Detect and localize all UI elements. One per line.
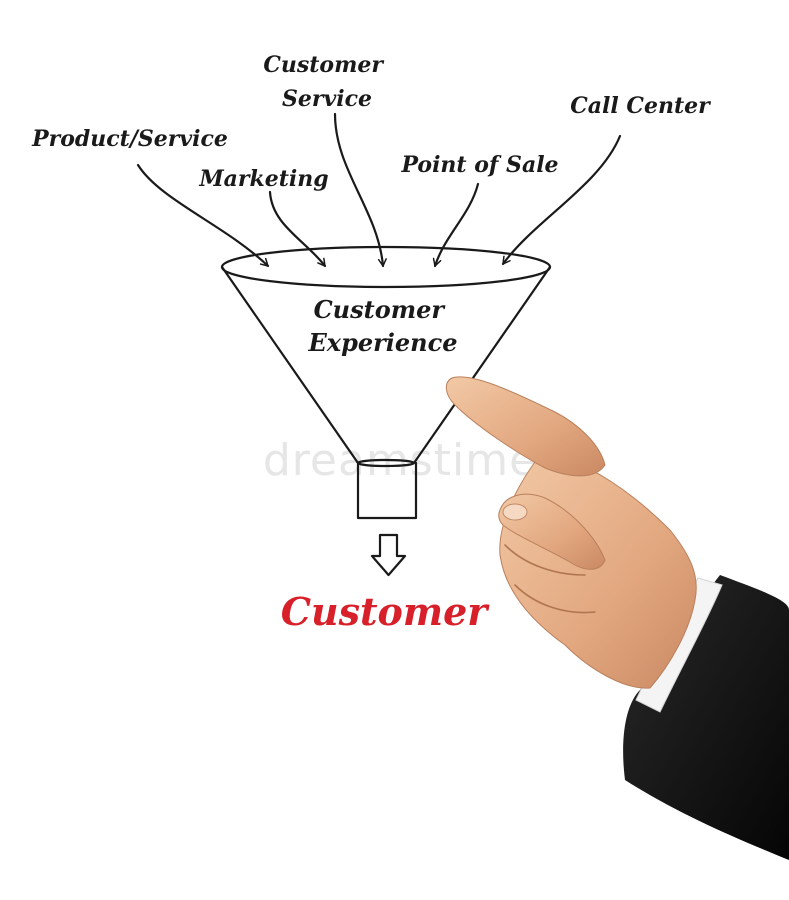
arrow-marketing: [268, 190, 327, 268]
source-label-point-of-sale: Point of Sale: [400, 152, 558, 178]
pointing-hand-icon: [445, 376, 789, 860]
down-arrow-icon: [370, 533, 407, 577]
funnel-label-line-1: Customer: [314, 295, 447, 324]
hand-index-finger: [445, 376, 606, 477]
hand-palm: [499, 454, 697, 689]
arrow-point-of-sale: [432, 182, 480, 268]
source-label-customer-service-line-2: Service: [282, 86, 372, 112]
source-label-customer-service-line-1: Customer: [263, 52, 384, 78]
result-label-customer: Customer: [281, 589, 491, 634]
arrow-customer-service: [333, 112, 387, 268]
source-label-customer-service: Customer Service: [263, 52, 390, 112]
funnel: [220, 245, 552, 520]
arrow-call-center: [501, 134, 622, 266]
source-label-marketing: Marketing: [198, 166, 328, 192]
funnel-label: Customer Experience: [307, 295, 457, 357]
funnel-label-line-2: Experience: [307, 328, 457, 357]
arrow-product-service: [136, 163, 270, 268]
source-label-call-center: Call Center: [570, 93, 711, 119]
suit-sleeve: [623, 575, 789, 860]
funnel-rim: [220, 245, 552, 289]
funnel-cone: [220, 265, 552, 465]
source-label-product-service: Product/Service: [31, 126, 228, 152]
funnel-spout: [356, 461, 418, 520]
hand-fingernail: [502, 503, 528, 521]
